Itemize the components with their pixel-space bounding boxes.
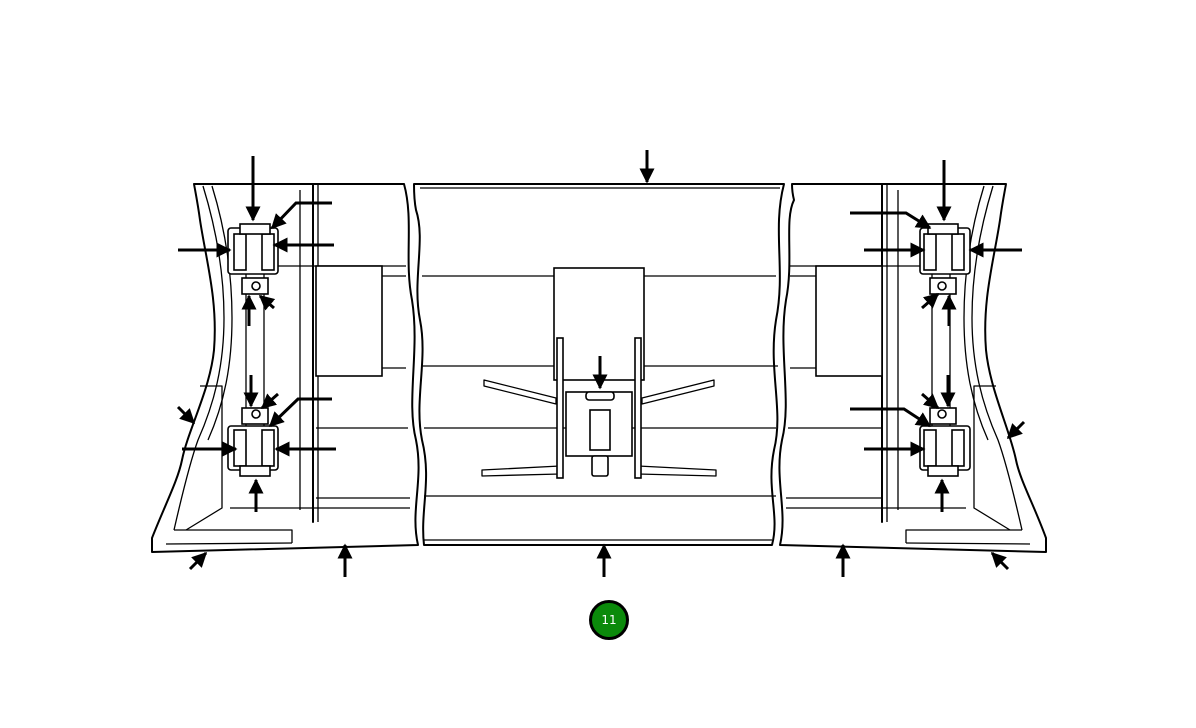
left-lower-hinge [227,407,279,477]
left-panel [151,183,420,553]
right-upper-hinge [919,223,971,295]
callout-leaders [176,150,1026,577]
center-bracket [481,267,717,479]
page-marker-button[interactable]: 11 [589,600,629,640]
left-upper-hinge [227,223,279,295]
right-lower-hinge [919,407,971,477]
center-panel [413,183,785,546]
right-panel [778,183,1047,553]
page-marker-label: 11 [601,613,617,627]
